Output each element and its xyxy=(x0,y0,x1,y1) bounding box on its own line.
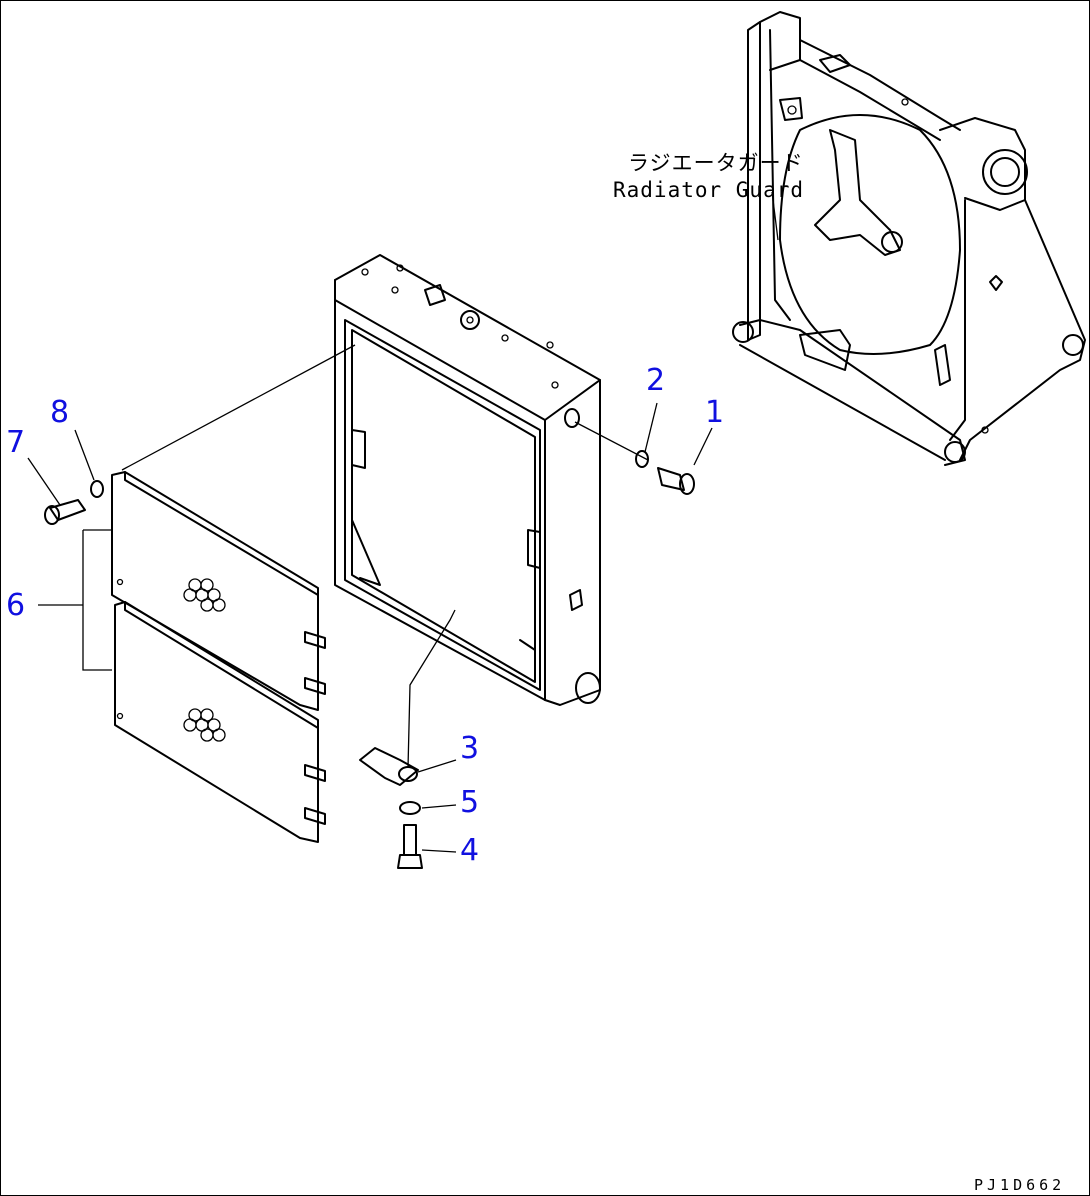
callout-8: 8 xyxy=(50,395,69,430)
vent-holes-lower xyxy=(183,708,226,742)
callout-2: 2 xyxy=(646,363,665,398)
radiator-frame xyxy=(334,254,601,706)
drawing-code: PJ1D662 xyxy=(974,1176,1065,1194)
callout-6: 6 xyxy=(6,588,25,623)
callout-1: 1 xyxy=(705,395,724,430)
bolt-4 xyxy=(397,824,423,869)
vent-holes-upper xyxy=(183,578,226,612)
bolt-7 xyxy=(44,499,86,525)
washer-5 xyxy=(399,801,421,815)
label-en: Radiator Guard xyxy=(613,178,804,202)
callout-5: 5 xyxy=(460,785,479,820)
leader-lines xyxy=(27,191,779,853)
cover-panels xyxy=(111,471,326,843)
bolt-1 xyxy=(657,467,695,495)
label-jp: ラジエータガード xyxy=(628,151,804,175)
callout-3: 3 xyxy=(460,731,479,766)
callout-7: 7 xyxy=(6,425,25,460)
radiator-guard-assembly xyxy=(732,11,1086,466)
callout-4: 4 xyxy=(460,833,479,868)
washer-8 xyxy=(90,480,104,498)
washer-2 xyxy=(635,450,649,468)
bracket-3 xyxy=(359,747,419,786)
